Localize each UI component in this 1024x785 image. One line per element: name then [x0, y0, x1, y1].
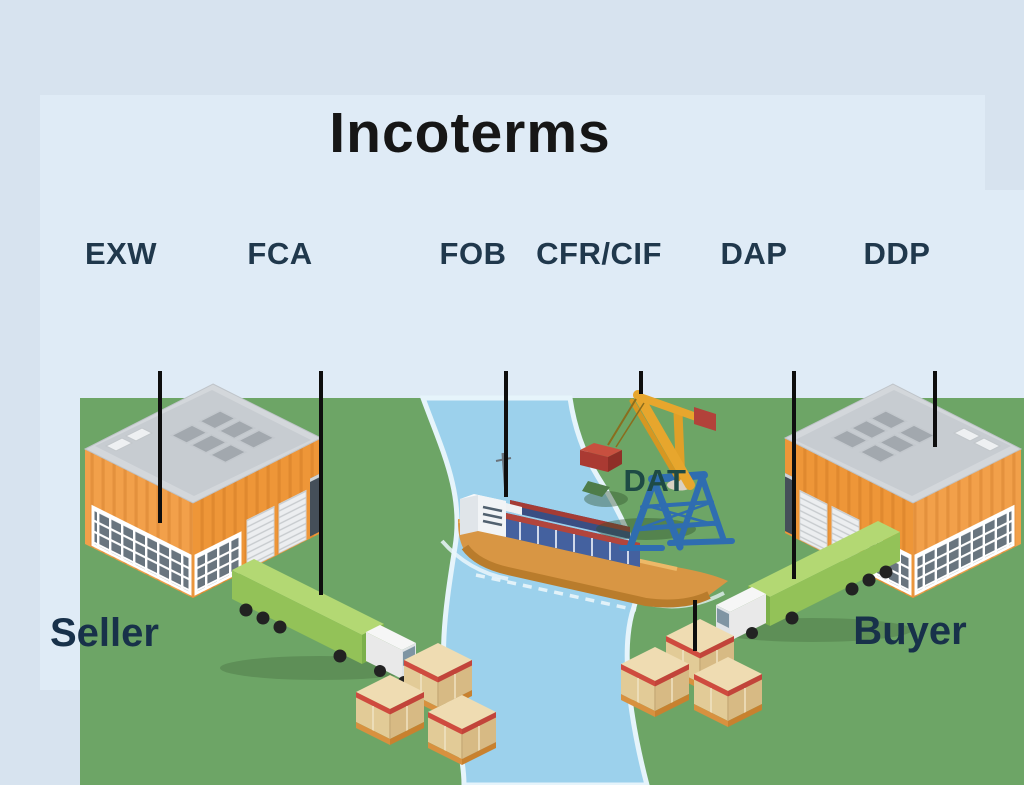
- incoterm-label-cfr-cif: CFR/CIF: [536, 236, 662, 271]
- harbor-crane-icon: [580, 390, 735, 551]
- incoterm-label-fob: FOB: [439, 236, 507, 271]
- illustration-panel: [40, 95, 1024, 785]
- incoterm-label-ddp: DDP: [863, 236, 931, 271]
- incoterm-label-fca: FCA: [247, 236, 313, 271]
- sky: [80, 190, 1024, 398]
- incoterm-label-dap: DAP: [720, 236, 788, 271]
- incoterm-label-dat: DAT: [623, 463, 687, 498]
- page-title: Incoterms: [329, 101, 611, 165]
- scene-illustration: [80, 190, 1024, 785]
- pointer-lines: [158, 371, 937, 651]
- incoterm-label-exw: EXW: [84, 236, 158, 271]
- seller-label: Seller: [50, 611, 159, 655]
- buyer-label: Buyer: [853, 609, 967, 653]
